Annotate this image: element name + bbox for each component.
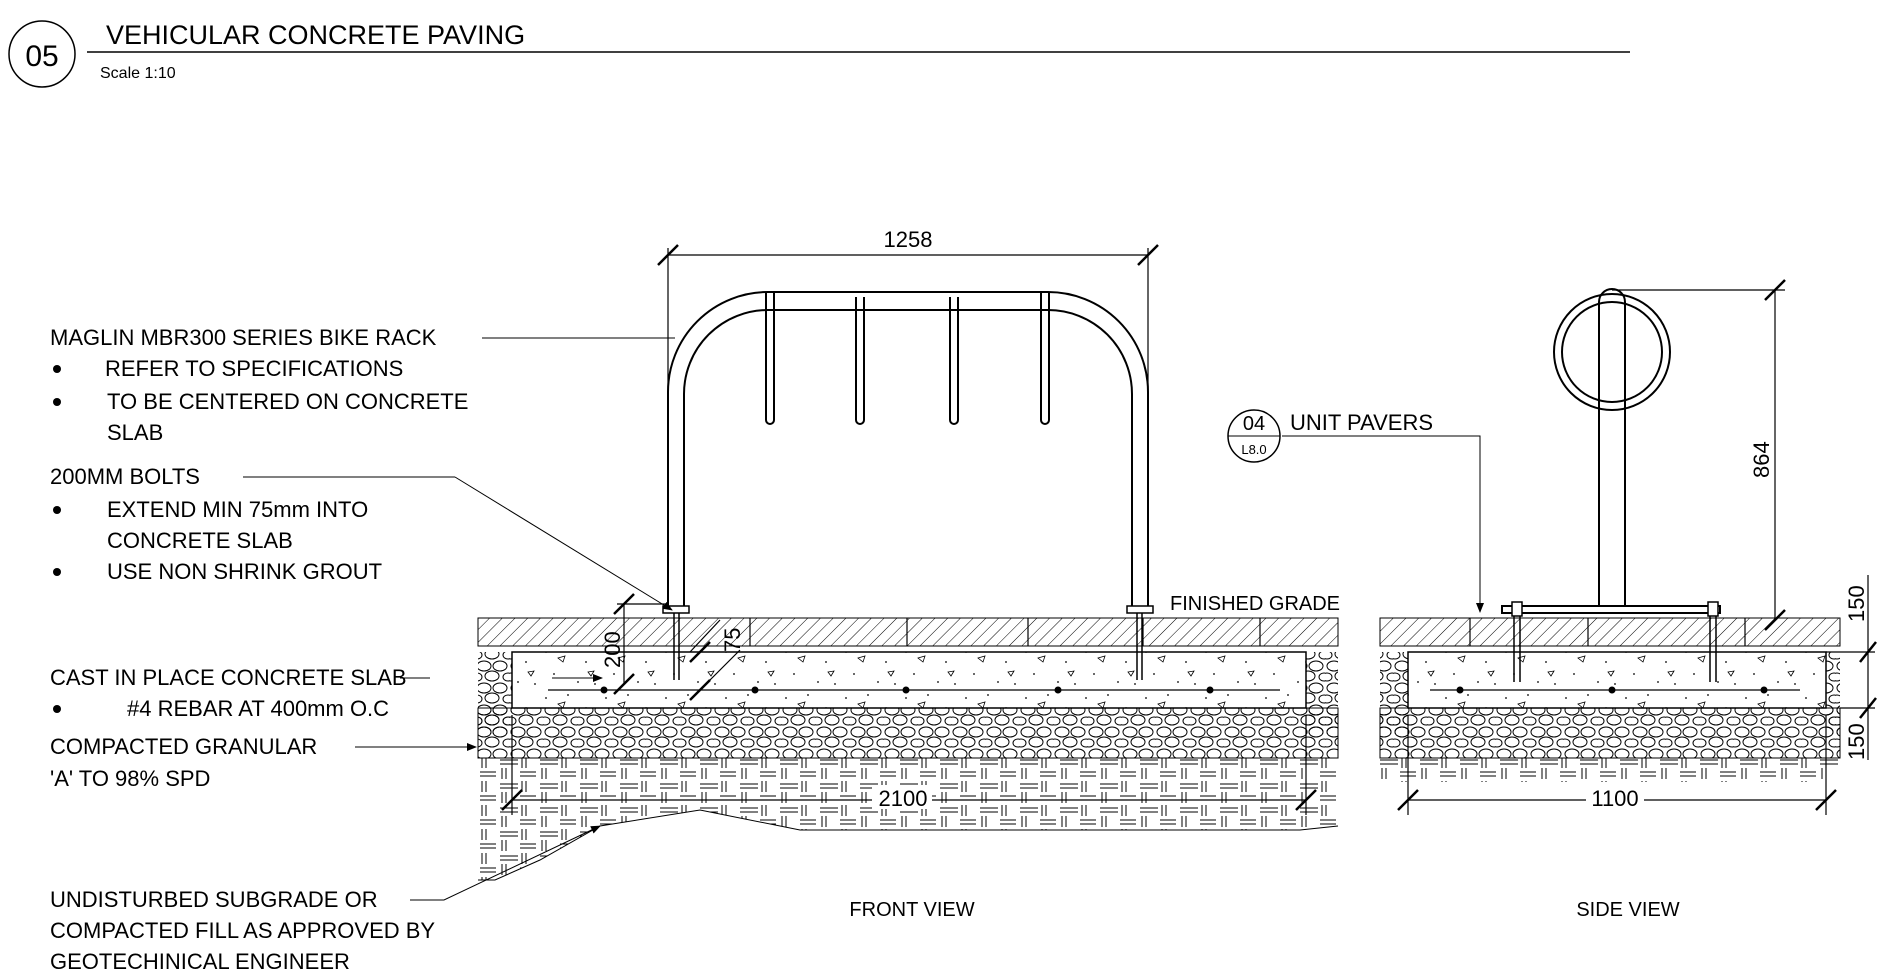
leader-subgrade [410, 825, 601, 901]
note-bike-rack-bullet-3: SLAB [107, 420, 163, 445]
rebar-dots [600, 686, 1214, 694]
unit-pavers-ref: 04 [1243, 413, 1265, 435]
dim-rack-height [1612, 279, 1786, 631]
side-granular-base [1379, 707, 1841, 759]
paver-layer [477, 617, 1339, 647]
note-subgrade-line-2: COMPACTED FILL AS APPROVED BY [50, 918, 435, 943]
detail-number-bubble [8, 20, 76, 88]
finished-grade-label: FINISHED GRADE [1170, 593, 1340, 615]
note-bike-rack-bullet-2: TO BE CENTERED ON CONCRETE [107, 389, 468, 414]
scale-label: Scale 1:10 [100, 65, 176, 82]
note-bolts-bullet-1: EXTEND MIN 75mm INTO [107, 497, 368, 522]
note-bolts-bullet-3: USE NON SHRINK GROUT [107, 559, 382, 584]
concrete-slab [511, 651, 1307, 709]
dim-bolt-depth [613, 593, 668, 695]
front-view-label: FRONT VIEW [849, 899, 974, 921]
dim-slab-width-mask [872, 785, 932, 809]
note-subgrade-line-3: GEOTECHINICAL ENGINEER [50, 949, 350, 974]
unit-pavers-sheet: L8.0 [1241, 442, 1266, 457]
dim-rack-width [657, 244, 1159, 600]
dim-paver-thickness-label: 150 [1844, 585, 1869, 622]
bullet [53, 398, 61, 406]
side-rebar-dots [1456, 686, 1768, 694]
page-title: VEHICULAR CONCRETE PAVING [106, 20, 525, 50]
dim-bolt-depth-label: 200 [600, 631, 625, 668]
front-view: 1258 200 75 2100 FINISHED GRADE FRONT VI… [477, 227, 1340, 921]
paver-joints [749, 618, 1261, 646]
granular-base [477, 707, 1339, 759]
dim-base-thickness-label: 150 [1844, 723, 1869, 760]
note-bike-rack-bullet-1: REFER TO SPECIFICATIONS [105, 356, 403, 381]
subgrade-outline [478, 809, 1339, 881]
bolts-front [662, 605, 1154, 680]
note-granular-line-1: COMPACTED GRANULAR [50, 734, 317, 759]
subgrade [478, 758, 1338, 880]
note-slab-title: CAST IN PLACE CONCRETE SLAB [50, 665, 407, 690]
dim-paver-thickness [1826, 575, 1877, 760]
bike-rack-front [667, 291, 1149, 612]
dim-side-width-label: 1100 [1591, 786, 1638, 811]
side-paver-joints [1469, 618, 1746, 646]
side-concrete-slab [1407, 651, 1827, 709]
bullet [53, 568, 61, 576]
side-view-label: SIDE VIEW [1576, 899, 1679, 921]
title-block: 05 VEHICULAR CONCRETE PAVING Scale 1:10 [8, 20, 1630, 88]
dim-embed-label: 75 [720, 628, 745, 652]
bullet [53, 705, 61, 713]
side-view: 864 1100 150 150 SIDE VIEW 04 L8.0 UNIT … [1227, 279, 1877, 921]
dim-rack-width-label: 1258 [884, 227, 933, 252]
note-bike-rack-title: MAGLIN MBR300 SERIES BIKE RACK [50, 325, 437, 350]
unit-pavers-label: UNIT PAVERS [1290, 410, 1433, 435]
leader-bolts-2 [454, 476, 673, 611]
note-bolts-title: 200MM BOLTS [50, 464, 200, 489]
detail-number: 05 [25, 40, 58, 73]
bolts-side [1511, 601, 1719, 682]
bike-rack-side [1501, 288, 1721, 614]
side-paver-layer [1379, 617, 1841, 647]
notes-block: MAGLIN MBR300 SERIES BIKE RACK REFER TO … [50, 325, 675, 974]
bullet [53, 365, 61, 373]
dim-slab-width-label: 2100 [879, 786, 928, 811]
unit-pavers-leader [1282, 435, 1484, 613]
note-subgrade-line-1: UNDISTURBED SUBGRADE OR [50, 887, 378, 912]
dim-side-width-mask [1586, 785, 1644, 809]
note-bolts-bullet-2: CONCRETE SLAB [107, 528, 293, 553]
dim-rack-height-label: 864 [1749, 441, 1774, 478]
dim-embed [689, 619, 741, 701]
side-subgrade [1380, 758, 1840, 782]
bullet [53, 506, 61, 514]
note-slab-bullet-1: #4 REBAR AT 400mm O.C [127, 696, 389, 721]
note-granular-line-2: 'A' TO 98% SPD [50, 766, 210, 791]
